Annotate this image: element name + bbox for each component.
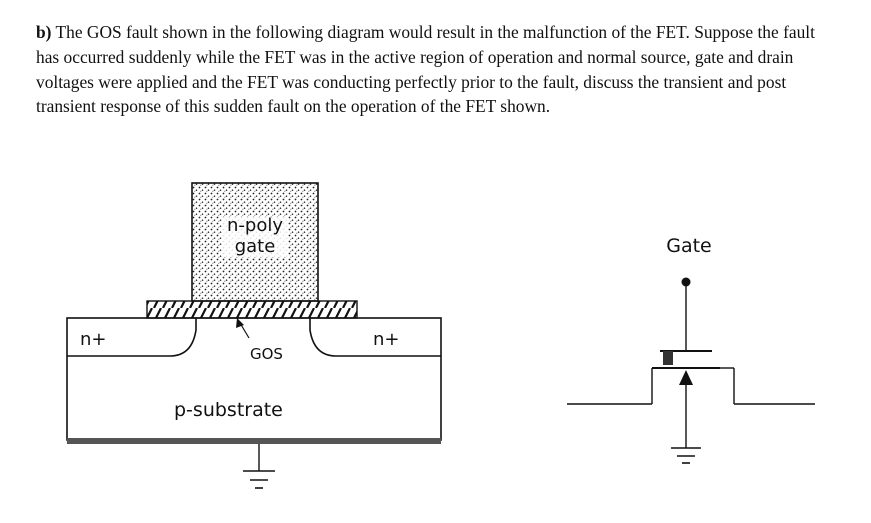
substrate-label: p-substrate: [174, 399, 283, 421]
ground-plate: [67, 438, 441, 444]
question-text: b) The GOS fault shown in the following …: [36, 20, 836, 119]
mosfet-symbol: Gate: [567, 235, 815, 464]
gos-short-block: [663, 351, 673, 365]
gate-oxide: [146, 300, 358, 319]
fault-label: GOS: [250, 345, 283, 363]
drain-label: n+: [373, 329, 400, 350]
source-region: [67, 318, 197, 357]
gate-label-line2: gate: [235, 236, 276, 257]
body-arrow-icon: [679, 370, 693, 385]
question-body: The GOS fault shown in the following dia…: [36, 22, 815, 117]
ground-icon: [243, 444, 275, 489]
question-label: b): [36, 22, 52, 42]
fault-arrow-head: [236, 318, 244, 328]
symbol-gate-label: Gate: [666, 235, 712, 257]
mosfet-cross-section: n-poly gate n+ n+ GOS p-substrate: [66, 182, 442, 489]
symbol-ground-icon: [671, 447, 701, 464]
drain-region: [309, 318, 441, 357]
source-label: n+: [80, 329, 107, 350]
gate-label-line1: n-poly: [227, 215, 283, 236]
